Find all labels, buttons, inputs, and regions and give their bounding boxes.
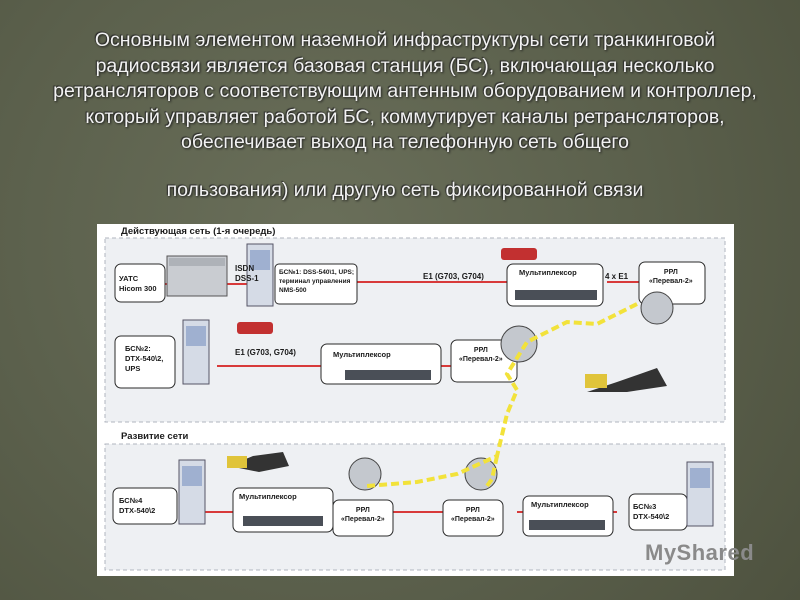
mux-dev-left-label: Мультиплексор	[239, 492, 297, 501]
four-e1-label: 4 x E1	[605, 272, 629, 281]
watermark: MyShared	[645, 540, 755, 565]
equipment	[166, 243, 714, 530]
section-current-title: Действующая сеть (1-я очередь)	[121, 226, 276, 237]
network-diagram: Действующая сеть (1-я очередь) Развитие …	[97, 224, 754, 576]
rrl-dev-left-label: РРЛ «Перевал-2»	[341, 507, 385, 523]
uats-label: УАТС Hicom 300	[119, 274, 157, 293]
radio-link	[366, 302, 638, 488]
bs2-label: БС№2: DTX-540\2, UPS	[125, 344, 164, 373]
rrl-mid-label: РРЛ «Перевал-2»	[459, 347, 503, 363]
bs1-label: БС№1: DSS-540\1, UPS; терминал управлени…	[279, 269, 355, 294]
bs3-label: БС№3 DTX-540\2	[633, 502, 670, 521]
mux-mid-label: Мультиплексор	[333, 350, 391, 359]
rrl-dev-center-label: РРЛ «Перевал-2»	[451, 507, 495, 523]
slide-heading: Основным элементом наземной инфраструкту…	[40, 28, 770, 203]
heading-tail: пользования) или другую сеть фиксированн…	[166, 178, 644, 201]
mux-dev-right-label: Мультиплексор	[531, 500, 589, 509]
bs4-label: БС№4 DTX-540\2	[119, 496, 156, 515]
rrl-top-label: РРЛ «Перевал-2»	[649, 269, 693, 285]
heading-text: Основным элементом наземной инфраструкту…	[53, 29, 757, 153]
section-development-title: Развитие сети	[121, 431, 189, 442]
isdn-label: ISDN DSS-1	[235, 264, 259, 283]
mux-top-label: Мультиплексор	[519, 268, 577, 277]
e1-mid-label: E1 (G703, G704)	[235, 348, 296, 357]
development-frame	[104, 443, 726, 571]
e1-top-label: E1 (G703, G704)	[423, 272, 484, 281]
diagram-graphics	[104, 237, 726, 571]
